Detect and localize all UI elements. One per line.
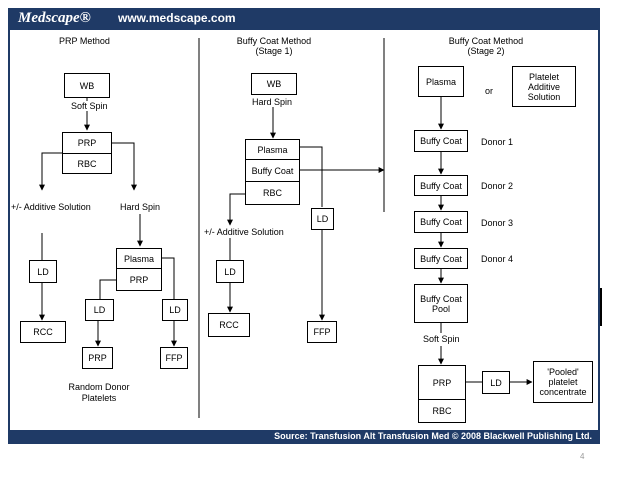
stage2-prp-box: PRP bbox=[418, 365, 466, 400]
stage2-or-label: or bbox=[485, 86, 494, 96]
medscape-logo: Medscape® bbox=[18, 10, 91, 26]
prp-rbc-box: RBC bbox=[62, 153, 112, 174]
stage2-title-1: Buffy Coat Method bbox=[448, 36, 524, 46]
stage1-wb-box: WB bbox=[251, 73, 297, 95]
prp-plasma-box: Plasma bbox=[116, 248, 162, 269]
prp-rcc-box: RCC bbox=[20, 321, 66, 343]
prp-prp-box: PRP bbox=[62, 132, 112, 154]
stage1-title-1: Buffy Coat Method bbox=[236, 36, 312, 46]
page-number: 4 bbox=[580, 452, 585, 461]
edge-prp-ld bbox=[99, 279, 116, 299]
footer-bar: Source: Transfusion Alt Transfusion Med … bbox=[8, 430, 600, 444]
source-citation: Source: Transfusion Alt Transfusion Med … bbox=[274, 431, 592, 441]
prp-prp3-box: PRP bbox=[82, 347, 113, 369]
stage2-donor-2: Donor 2 bbox=[481, 181, 514, 191]
stage2-pooled-box: 'Pooled' platelet concentrate bbox=[533, 361, 593, 403]
edge-rbc-additive bbox=[39, 152, 63, 191]
stage2-buffy-box-1: Buffy Coat bbox=[414, 130, 468, 152]
prp-wb-box: WB bbox=[64, 73, 110, 98]
stage2-donor-1: Donor 1 bbox=[481, 137, 514, 147]
stage2-donor-3: Donor 3 bbox=[481, 218, 514, 228]
stage2-title-2: (Stage 2) bbox=[467, 46, 505, 56]
header-bar: Medscape® www.medscape.com bbox=[8, 8, 600, 30]
stage2-pool-box: Buffy Coat Pool bbox=[414, 284, 468, 323]
stage2-buffy-box-2: Buffy Coat bbox=[414, 175, 468, 196]
stage1-ld-left-box: LD bbox=[216, 260, 244, 283]
stage2-pas-line-2: Additive bbox=[527, 81, 561, 92]
edge-rbc-hardspin bbox=[112, 142, 137, 191]
stage2-pas-box: Platelet Additive Solution bbox=[512, 66, 576, 107]
stage1-buffy-box: Buffy Coat bbox=[245, 159, 300, 182]
stage1-rbc-box: RBC bbox=[245, 181, 300, 205]
prp-method-title: PRP Method bbox=[59, 36, 110, 46]
stage1-plasma-box: Plasma bbox=[245, 139, 300, 160]
prp-additive-label: +/- Additive Solution bbox=[11, 202, 91, 212]
stage2-pooled-line-1: 'Pooled' bbox=[547, 367, 579, 377]
stage1-ffp-box: FFP bbox=[307, 321, 337, 343]
stage1-rcc-box: RCC bbox=[208, 313, 250, 337]
stage1-title-2: (Stage 1) bbox=[255, 46, 293, 56]
edge-s1-rbc-additive bbox=[227, 193, 245, 226]
stage2-soft-spin-label: Soft Spin bbox=[423, 334, 460, 344]
stage2-buffy-box-3: Buffy Coat bbox=[414, 211, 468, 233]
prp-ld-right-box: LD bbox=[162, 299, 188, 321]
prp-ld-mid-box: LD bbox=[85, 299, 114, 321]
stage1-additive-label: +/- Additive Solution bbox=[204, 227, 284, 237]
stage2-pas-line-3: Solution bbox=[527, 91, 561, 102]
stage2-donor-4: Donor 4 bbox=[481, 254, 514, 264]
header-url: www.medscape.com bbox=[118, 11, 236, 25]
stage2-pool-line-1: Buffy Coat bbox=[420, 293, 462, 304]
stage2-pooled-line-3: concentrate bbox=[539, 387, 587, 397]
stage2-buffy-box-4: Buffy Coat bbox=[414, 248, 468, 269]
stage1-ld-right-box: LD bbox=[311, 208, 334, 230]
edge-plasma-ld bbox=[162, 257, 175, 299]
prp-hard-spin-label: Hard Spin bbox=[120, 202, 161, 212]
edge-mark bbox=[600, 288, 602, 326]
random-donor-label-1: Random Donor bbox=[68, 382, 130, 392]
stage2-plasma-box: Plasma bbox=[418, 66, 464, 97]
stage2-pooled-line-2: platelet bbox=[548, 377, 578, 387]
prp-ld-left-box: LD bbox=[29, 260, 57, 283]
stage2-pool-line-2: Pool bbox=[431, 303, 450, 314]
stage2-rbc-box: RBC bbox=[418, 399, 466, 423]
prp-ffp-box: FFP bbox=[160, 347, 188, 369]
prp-prp2-box: PRP bbox=[116, 268, 162, 291]
edge-s1-plasma-ld bbox=[300, 146, 323, 207]
stage2-ld-box: LD bbox=[482, 371, 510, 394]
stage2-pas-line-1: Platelet bbox=[528, 71, 560, 82]
stage1-hard-spin-label: Hard Spin bbox=[252, 97, 293, 107]
random-donor-label-2: Platelets bbox=[81, 393, 117, 403]
prp-soft-spin-label: Soft Spin bbox=[71, 101, 108, 111]
